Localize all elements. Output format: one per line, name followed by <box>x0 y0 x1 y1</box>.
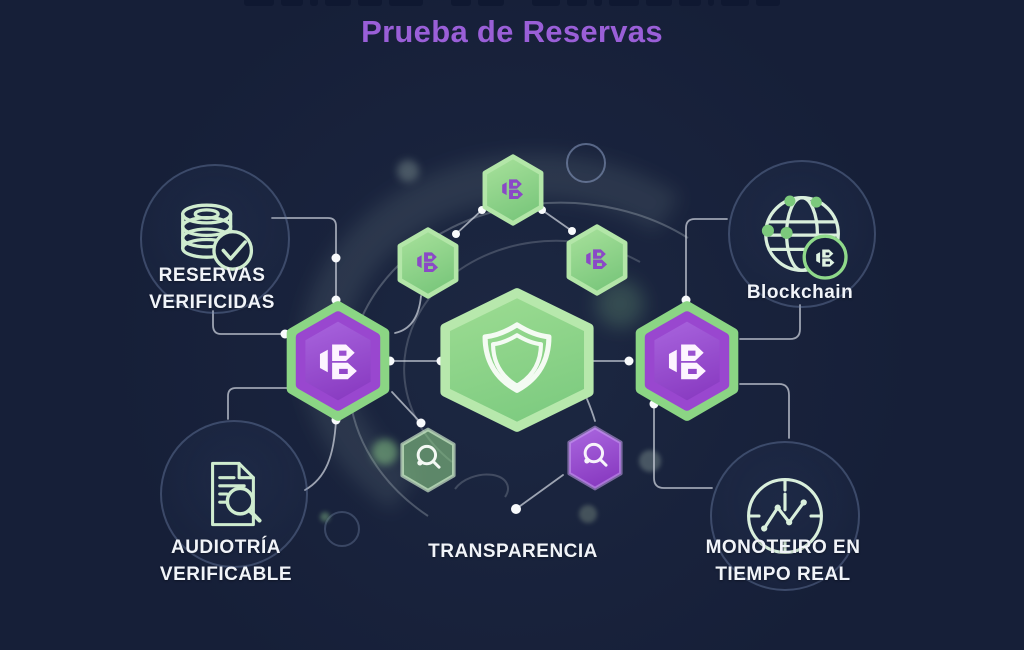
decor-blob <box>372 439 398 465</box>
connector-right-hex-to-blockchain <box>685 218 728 299</box>
decor-blob <box>579 505 597 523</box>
coins-check-icon <box>181 203 254 271</box>
connector-green-left-to-left-hex <box>394 295 422 334</box>
swirl-curl <box>454 473 509 498</box>
magnifier-hexagon-purple <box>567 425 623 491</box>
connector-left-hex-bottom-to-audit <box>304 419 337 491</box>
green-hexagon-top-center <box>482 154 544 226</box>
page-title: Prueba de Reservas <box>361 14 663 49</box>
monitoring-icon-circle <box>710 441 860 591</box>
decor-ring <box>324 511 360 547</box>
document-search-icon <box>211 461 262 527</box>
decor-blob <box>639 450 661 472</box>
shield-hexagon-center <box>440 288 594 432</box>
shield-icon <box>482 322 552 393</box>
green-hexagon-top-right <box>566 224 628 296</box>
connector-left-hex-to-audit <box>227 387 292 420</box>
connector-left-hex-to-green-magnifier <box>391 391 421 423</box>
blockchain-icon-circle <box>728 160 876 308</box>
transparency-label: TRANSPARENCIA <box>428 541 598 562</box>
reserves-icon-circle <box>140 164 290 314</box>
decor-blob <box>320 512 330 522</box>
audit-icon-circle <box>160 420 308 568</box>
connector-blockchain-to-right-hex <box>739 304 801 340</box>
purple-hexagon-right <box>635 301 739 421</box>
blockchain-label: Blockchain <box>746 282 854 303</box>
audit-label: AUDIOTRÍA VERIFICABLE <box>159 537 293 585</box>
reserves-label: RESERVAS VERIFICIDAS <box>149 265 275 313</box>
purple-hexagon-left <box>286 301 390 421</box>
decor-blob <box>397 160 419 182</box>
magnifier-hexagon-green <box>400 427 456 493</box>
green-hexagon-top-left <box>397 227 459 299</box>
clock-chart-icon <box>747 478 823 554</box>
globe-network-icon <box>761 195 848 280</box>
connector-transparency-junction <box>515 474 564 510</box>
cutoff-title-remnant <box>0 0 1024 7</box>
monitoring-label: MONOTEIRO EN TIEMPO REAL <box>705 537 861 585</box>
connector-right-hex-to-monitoring <box>739 383 790 439</box>
decor-ring <box>566 143 606 183</box>
